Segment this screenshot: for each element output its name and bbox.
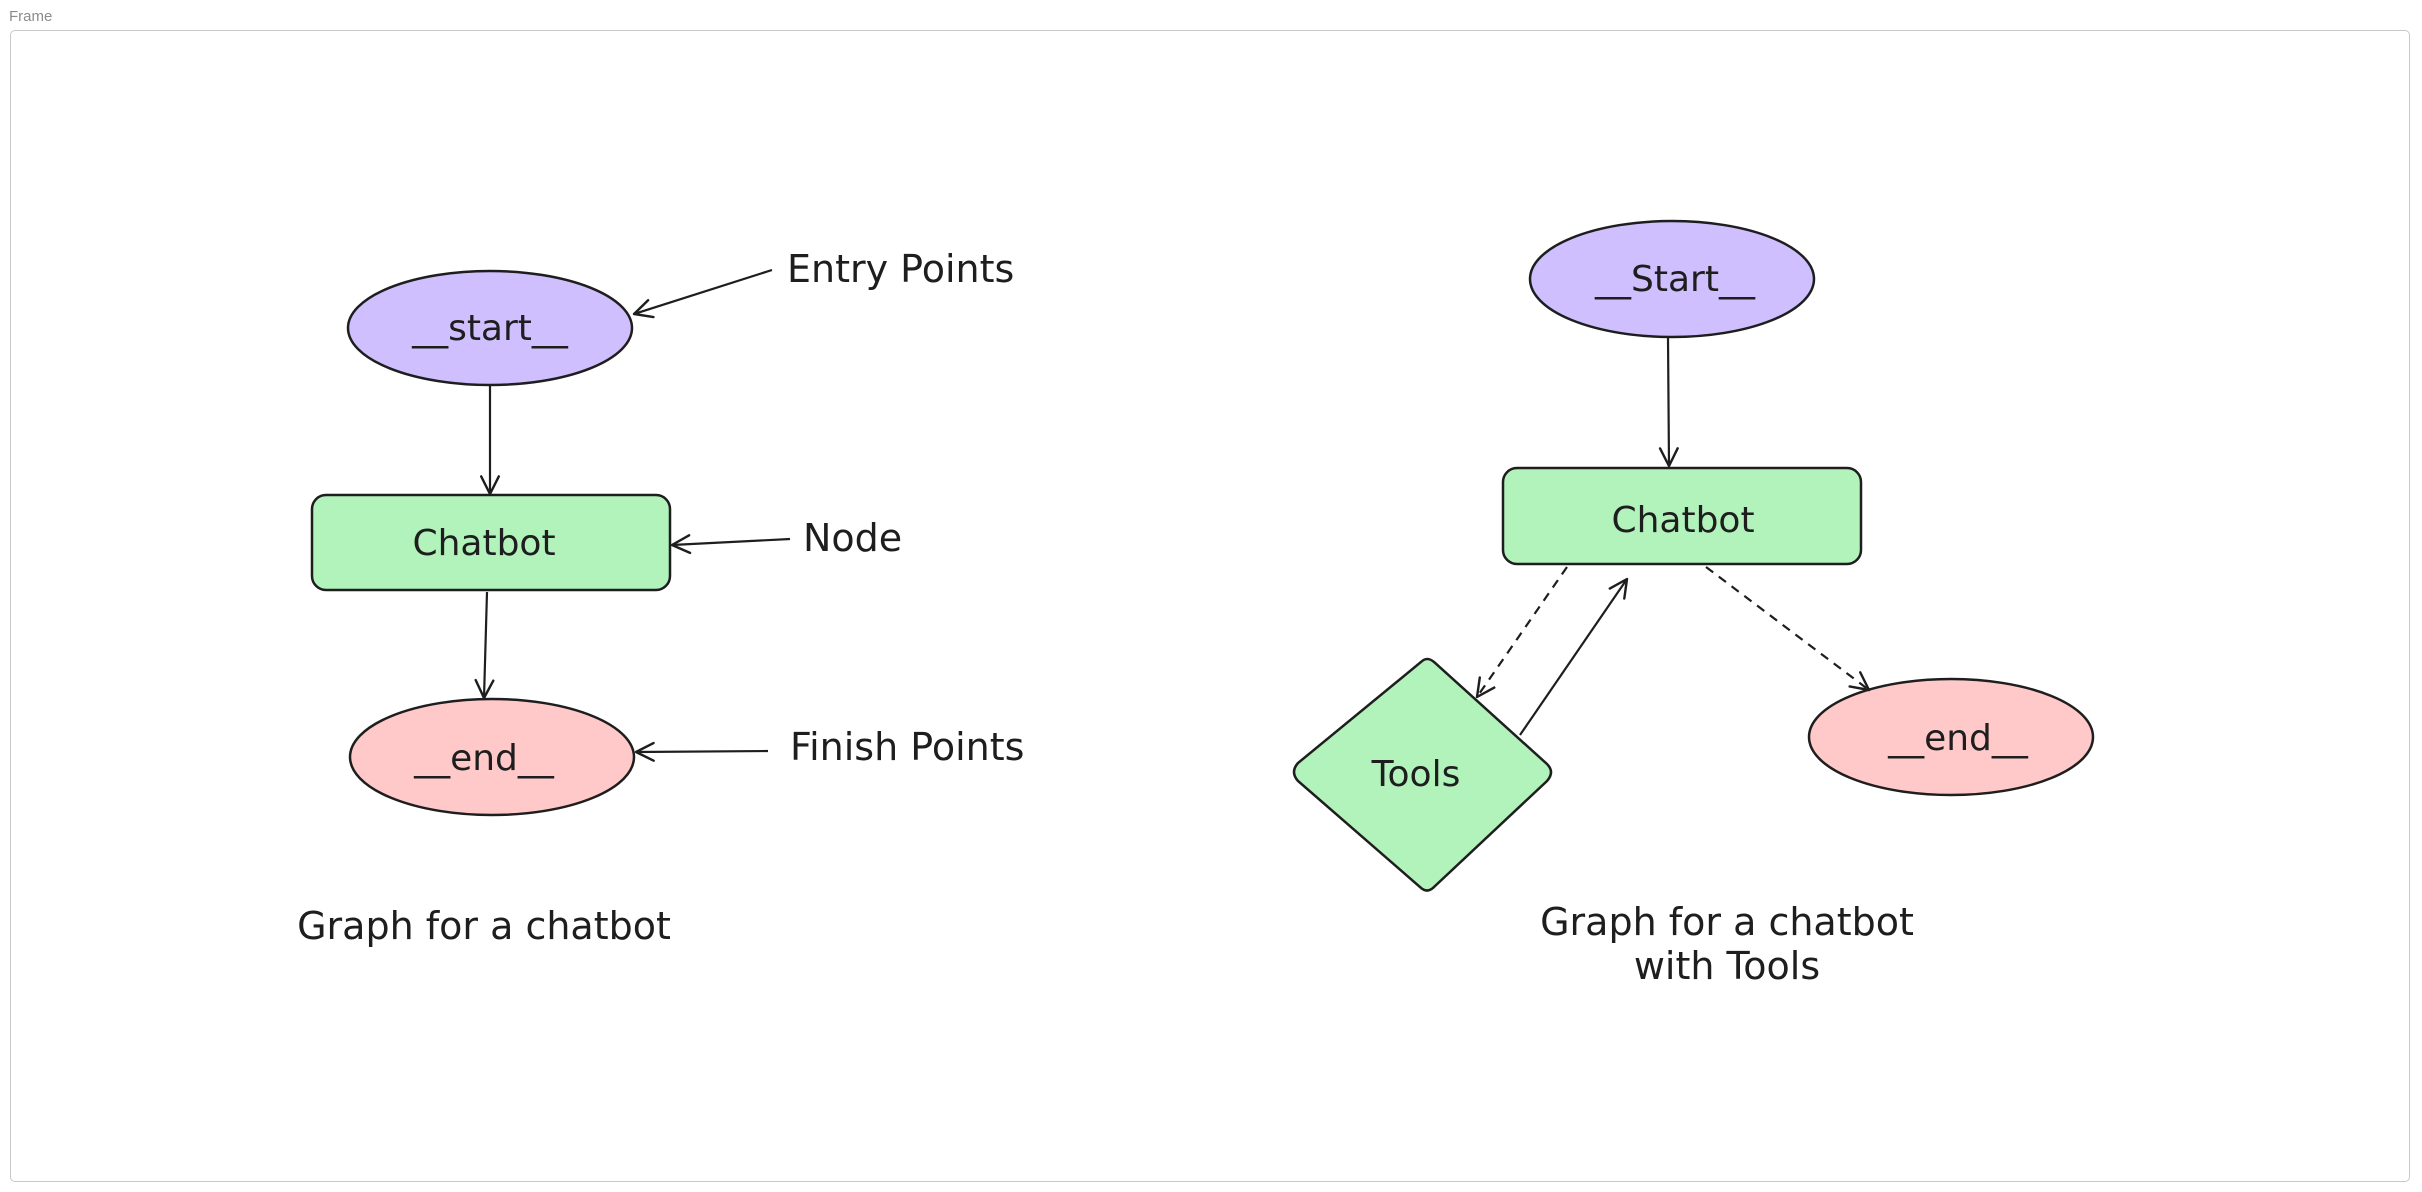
left-start-node[interactable] (346, 269, 634, 387)
node-arrow (670, 534, 791, 555)
right-end-node[interactable] (1807, 677, 2095, 797)
right-start-node[interactable] (1528, 219, 1816, 339)
right-end-label: __end__ (1887, 718, 2029, 759)
tools-label: Tools (1371, 754, 1461, 795)
tools-node[interactable] (1292, 657, 1553, 892)
edge-tools-to-chatbot (1519, 577, 1629, 736)
frame-label: Frame (9, 8, 53, 25)
right-chatbot-label: Chatbot (1611, 500, 1754, 541)
finish-points-arrow (634, 741, 769, 762)
right-chatbot-node[interactable] (1501, 466, 1863, 566)
left-end-label: __end__ (413, 738, 555, 779)
left-caption: Graph for a chatbot (297, 904, 671, 948)
right-start-label: __Start__ (1594, 259, 1756, 300)
right-caption-line1: Graph for a chatbot (1540, 900, 1914, 944)
right-caption-line2: with Tools (1634, 944, 1820, 988)
left-chatbot-label: Chatbot (412, 523, 555, 564)
finish-points-annotation: Finish Points (790, 725, 1024, 769)
edge-chatbot-to-tools (1475, 566, 1568, 699)
frame[interactable] (10, 30, 2410, 1182)
node-annotation: Node (803, 516, 902, 560)
left-graph: __start__ Chatbot __end__ Entry Points N… (297, 247, 1024, 948)
right-graph: __Start__ Chatbot Tools __end__ Graph fo… (1292, 219, 2095, 988)
edge-start-to-chatbot-right (1658, 337, 1679, 468)
edge-chatbot-to-end (474, 591, 495, 700)
entry-points-annotation: Entry Points (787, 247, 1014, 291)
edge-chatbot-to-end-right (1705, 566, 1871, 692)
entry-points-arrow (632, 268, 773, 319)
left-start-label: __start__ (411, 308, 569, 349)
